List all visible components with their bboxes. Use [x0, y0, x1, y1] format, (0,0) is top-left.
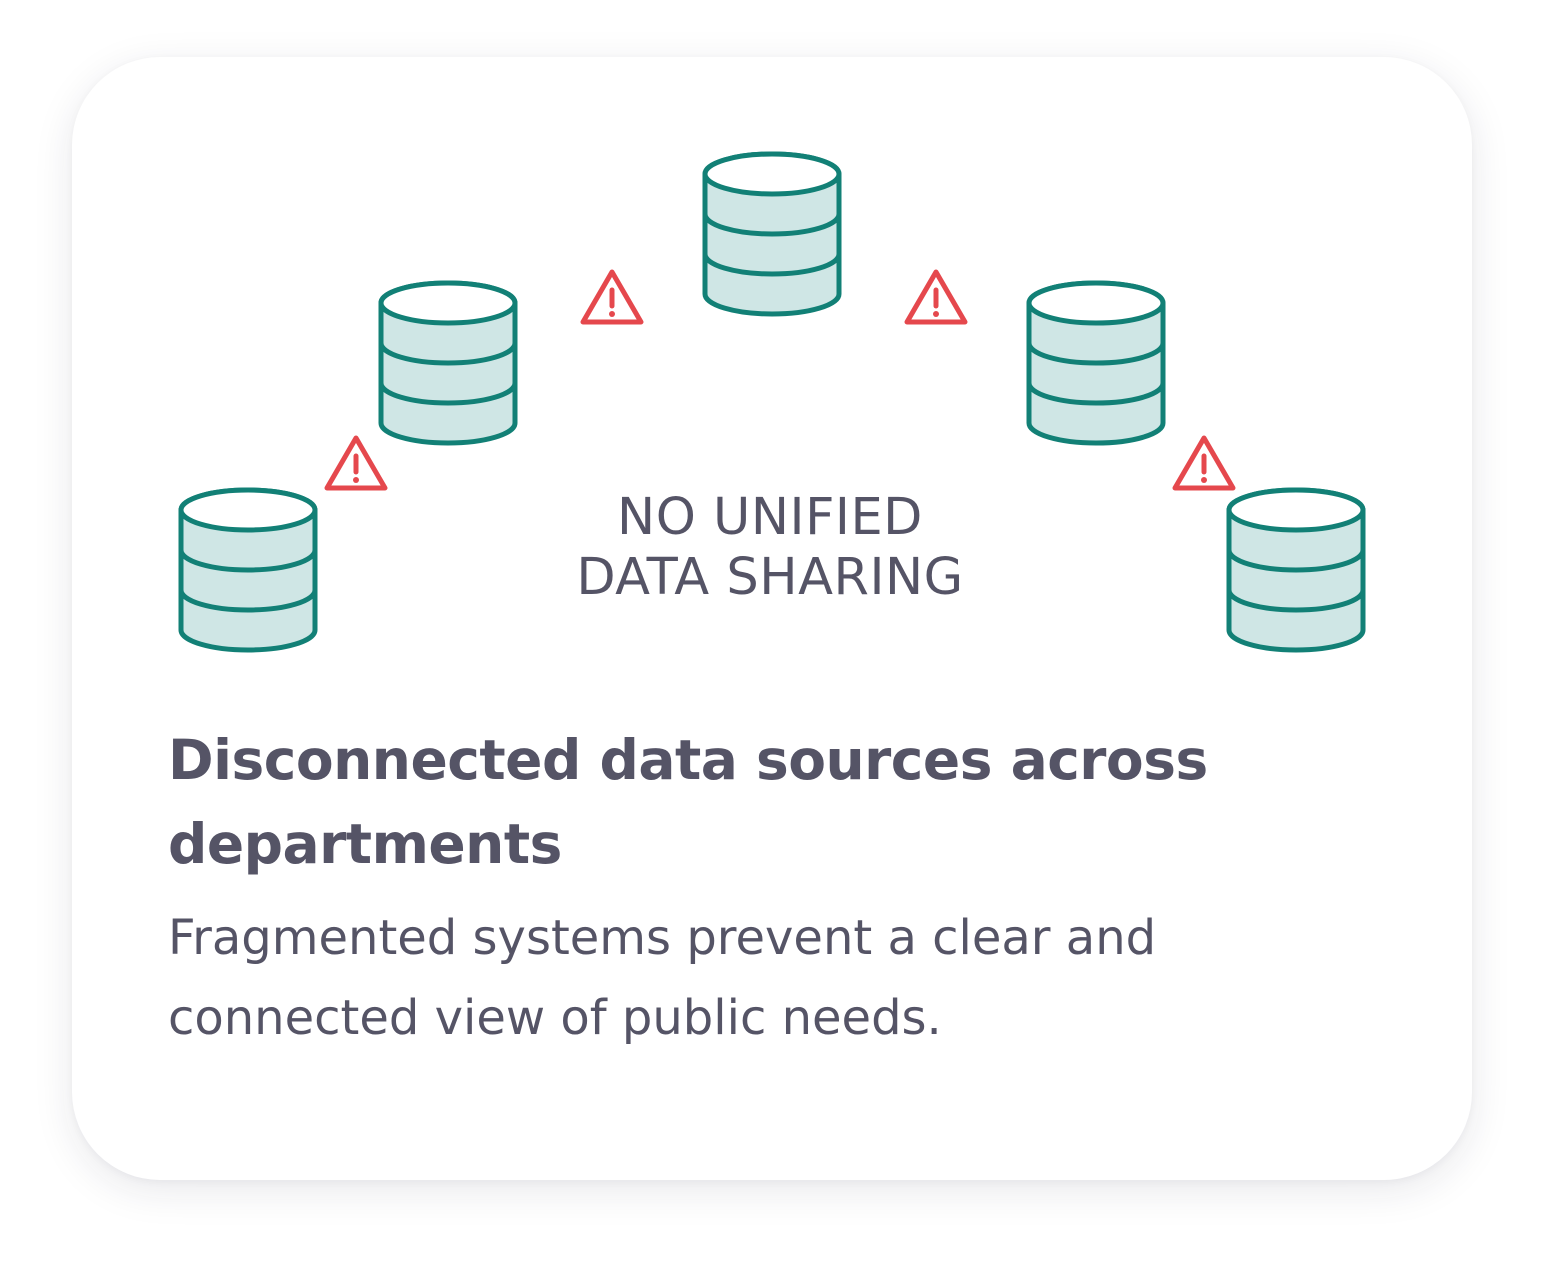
warning-triangle-icon	[583, 272, 641, 322]
database-icon	[381, 283, 515, 443]
database-icon	[705, 154, 839, 314]
card-description: Fragmented systems prevent a clear and c…	[168, 910, 1157, 1046]
warning-triangle-icon	[327, 438, 385, 488]
caption-line-2: DATA SHARING	[576, 548, 964, 607]
warning-triangle-icon	[907, 272, 965, 322]
database-icon	[1229, 490, 1363, 650]
warning-triangle-icon	[1175, 438, 1233, 488]
caption-line-1: NO UNIFIED	[617, 488, 923, 547]
database-icon	[181, 490, 315, 650]
diagram-caption: NO UNIFIED DATA SHARING	[420, 488, 1120, 608]
database-icon	[1029, 283, 1163, 443]
card-heading: Disconnected data sources across departm…	[168, 728, 1208, 876]
